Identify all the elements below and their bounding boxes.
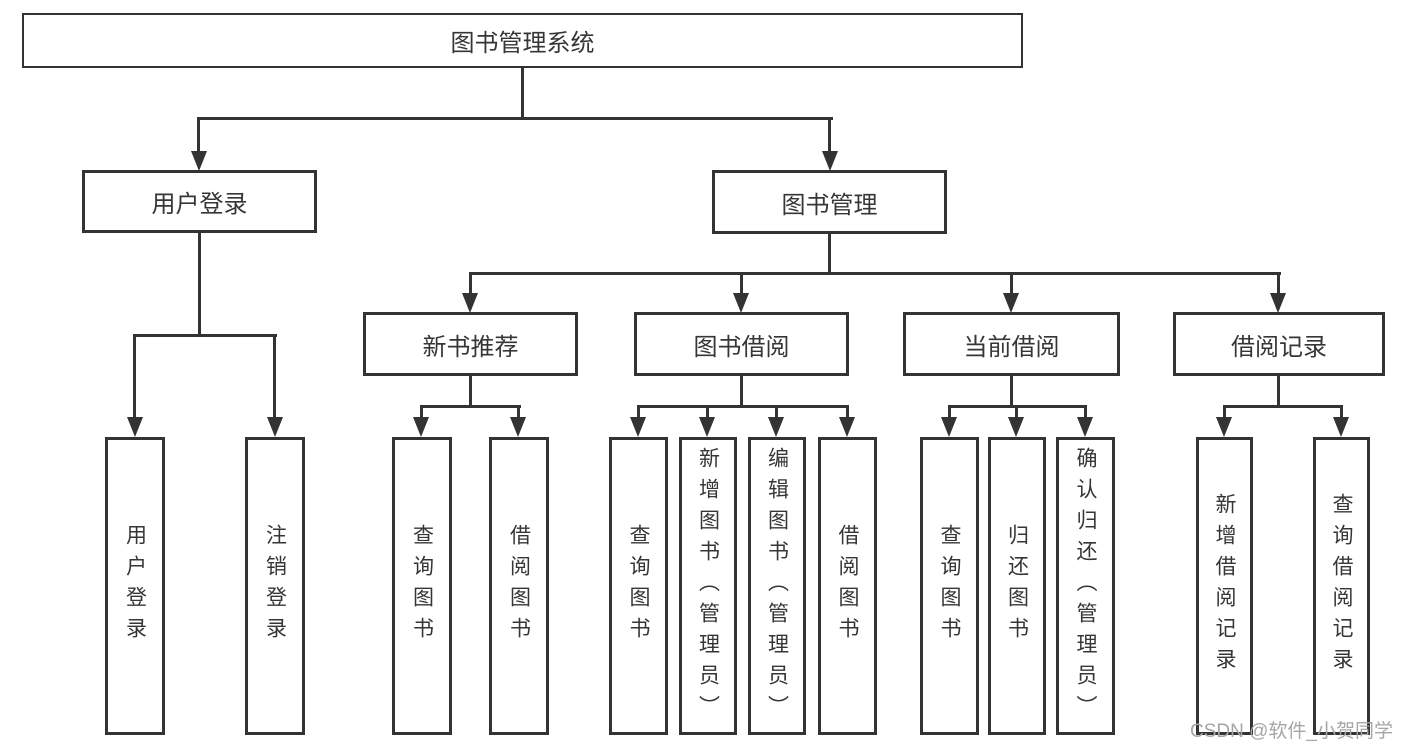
arrowhead-borrowing-records [1270, 293, 1286, 313]
node-label: 图书管理 [781, 191, 878, 219]
connector-book-borrowing-stub [740, 376, 743, 407]
node-label: 图书借阅 [693, 333, 790, 361]
leaf-query-borrow-record: 查询借阅记录 [1313, 437, 1370, 735]
connector-drop-leaf-borrow-1 [517, 407, 520, 419]
leaf-label: 查询图书 [627, 524, 650, 648]
connector-drop-book-management [828, 119, 831, 153]
connector-drop-book-borrowing [740, 274, 743, 295]
leaf-query-books-recommend: 查询图书 [392, 437, 452, 735]
node-label: 当前借阅 [963, 333, 1060, 361]
connector-drop-borrowing-records [1277, 274, 1280, 295]
leaf-label: 查询借阅记录 [1330, 493, 1353, 679]
leaf-edit-book-admin: 编辑图书（管理员） [748, 437, 806, 735]
arrowhead-leaf-return [1008, 417, 1024, 437]
connector-drop-leaf-add-record [1223, 407, 1226, 419]
node-current-borrowing: 当前借阅 [903, 312, 1120, 376]
leaf-label: 查询图书 [938, 524, 961, 648]
leaf-query-books-borrowing: 查询图书 [609, 437, 668, 735]
leaf-label: 借阅图书 [507, 524, 531, 648]
leaf-label: 确认归还（管理员） [1074, 446, 1097, 726]
connector-root-stub [521, 68, 524, 119]
connector-drop-leaf-query-3 [948, 407, 951, 419]
node-library-management-system: 图书管理系统 [22, 13, 1023, 68]
arrowhead-leaf-query-3 [941, 417, 957, 437]
connector-drop-leaf-logout [273, 336, 276, 419]
arrowhead-leaf-confirm-return [1077, 417, 1093, 437]
leaf-label: 编辑图书（管理员） [765, 446, 789, 726]
arrowhead-leaf-borrow-2 [839, 417, 855, 437]
leaf-label: 用户登录 [123, 524, 147, 648]
leaf-borrow-books-borrowing: 借阅图书 [818, 437, 877, 735]
node-new-book-recommendation: 新书推荐 [363, 312, 578, 376]
connector-borrowing-records-stub [1277, 376, 1280, 407]
connector-drop-leaf-query-2 [637, 407, 640, 419]
connector-drop-leaf-query-record [1340, 407, 1343, 419]
connector-drop-leaf-return [1015, 407, 1018, 419]
connector-book-management-stub [828, 234, 831, 274]
connector-drop-leaf-confirm-return [1084, 407, 1087, 419]
leaf-logout: 注销登录 [245, 437, 305, 735]
arrowhead-leaf-edit-book [768, 417, 784, 437]
arrowhead-leaf-query-2 [630, 417, 646, 437]
connector-drop-leaf-user-login [133, 336, 136, 419]
node-borrowing-records: 借阅记录 [1173, 312, 1385, 376]
arrowhead-leaf-user-login [127, 417, 143, 437]
arrowhead-new-book [462, 293, 478, 313]
connector-level2-branch [197, 117, 833, 120]
arrowhead-current-borrowing [1003, 293, 1019, 313]
arrowhead-book-management [822, 151, 838, 171]
arrowhead-user-login [191, 151, 207, 171]
leaf-label: 新增借阅记录 [1213, 493, 1236, 679]
node-user-login: 用户登录 [82, 170, 317, 233]
connector-user-login-stub [198, 233, 201, 336]
connector-drop-leaf-edit-book [775, 407, 778, 419]
connector-user-login-branch [133, 334, 277, 337]
connector-drop-new-book [469, 274, 472, 295]
connector-new-book-branch [420, 405, 521, 408]
leaf-confirm-return-admin: 确认归还（管理员） [1056, 437, 1115, 735]
connector-drop-leaf-query-1 [420, 407, 423, 419]
leaf-return-books: 归还图书 [988, 437, 1046, 735]
connector-borrowing-records-branch [1223, 405, 1343, 408]
connector-current-borrowing-stub [1010, 376, 1013, 407]
arrowhead-leaf-add-record [1216, 417, 1232, 437]
leaf-label: 借阅图书 [836, 524, 859, 648]
node-label: 图书管理系统 [450, 30, 595, 57]
leaf-label: 查询图书 [410, 524, 434, 648]
node-label: 用户登录 [151, 191, 248, 218]
connector-book-borrowing-branch [637, 405, 849, 408]
arrowhead-leaf-query-record [1333, 417, 1349, 437]
connector-new-book-stub [469, 376, 472, 407]
connector-current-borrowing-branch [948, 405, 1087, 408]
node-label: 借阅记录 [1231, 333, 1327, 361]
watermark: CSDN @软件_小贺同学 [1190, 721, 1393, 742]
leaf-label: 归还图书 [1005, 524, 1029, 648]
leaf-borrow-books-recommend: 借阅图书 [489, 437, 549, 735]
leaf-add-borrow-record: 新增借阅记录 [1196, 437, 1253, 735]
connector-drop-leaf-add-book [706, 407, 709, 419]
node-label: 新书推荐 [422, 333, 519, 361]
arrowhead-leaf-query-1 [413, 417, 429, 437]
connector-drop-leaf-borrow-2 [846, 407, 849, 419]
arrowhead-leaf-logout [267, 417, 283, 437]
connector-drop-current-borrowing [1010, 274, 1013, 295]
leaf-user-login: 用户登录 [105, 437, 165, 735]
arrowhead-leaf-borrow-1 [510, 417, 526, 437]
connector-level3-branch [469, 272, 1281, 275]
leaf-label: 注销登录 [263, 524, 287, 648]
arrowhead-leaf-add-book [699, 417, 715, 437]
arrowhead-book-borrowing [733, 293, 749, 313]
leaf-label: 新增图书（管理员） [696, 446, 720, 726]
leaf-add-book-admin: 新增图书（管理员） [679, 437, 737, 735]
leaf-query-books-current: 查询图书 [920, 437, 979, 735]
node-book-management: 图书管理 [712, 170, 947, 234]
connector-drop-user-login [197, 119, 200, 153]
node-book-borrowing: 图书借阅 [634, 312, 849, 376]
